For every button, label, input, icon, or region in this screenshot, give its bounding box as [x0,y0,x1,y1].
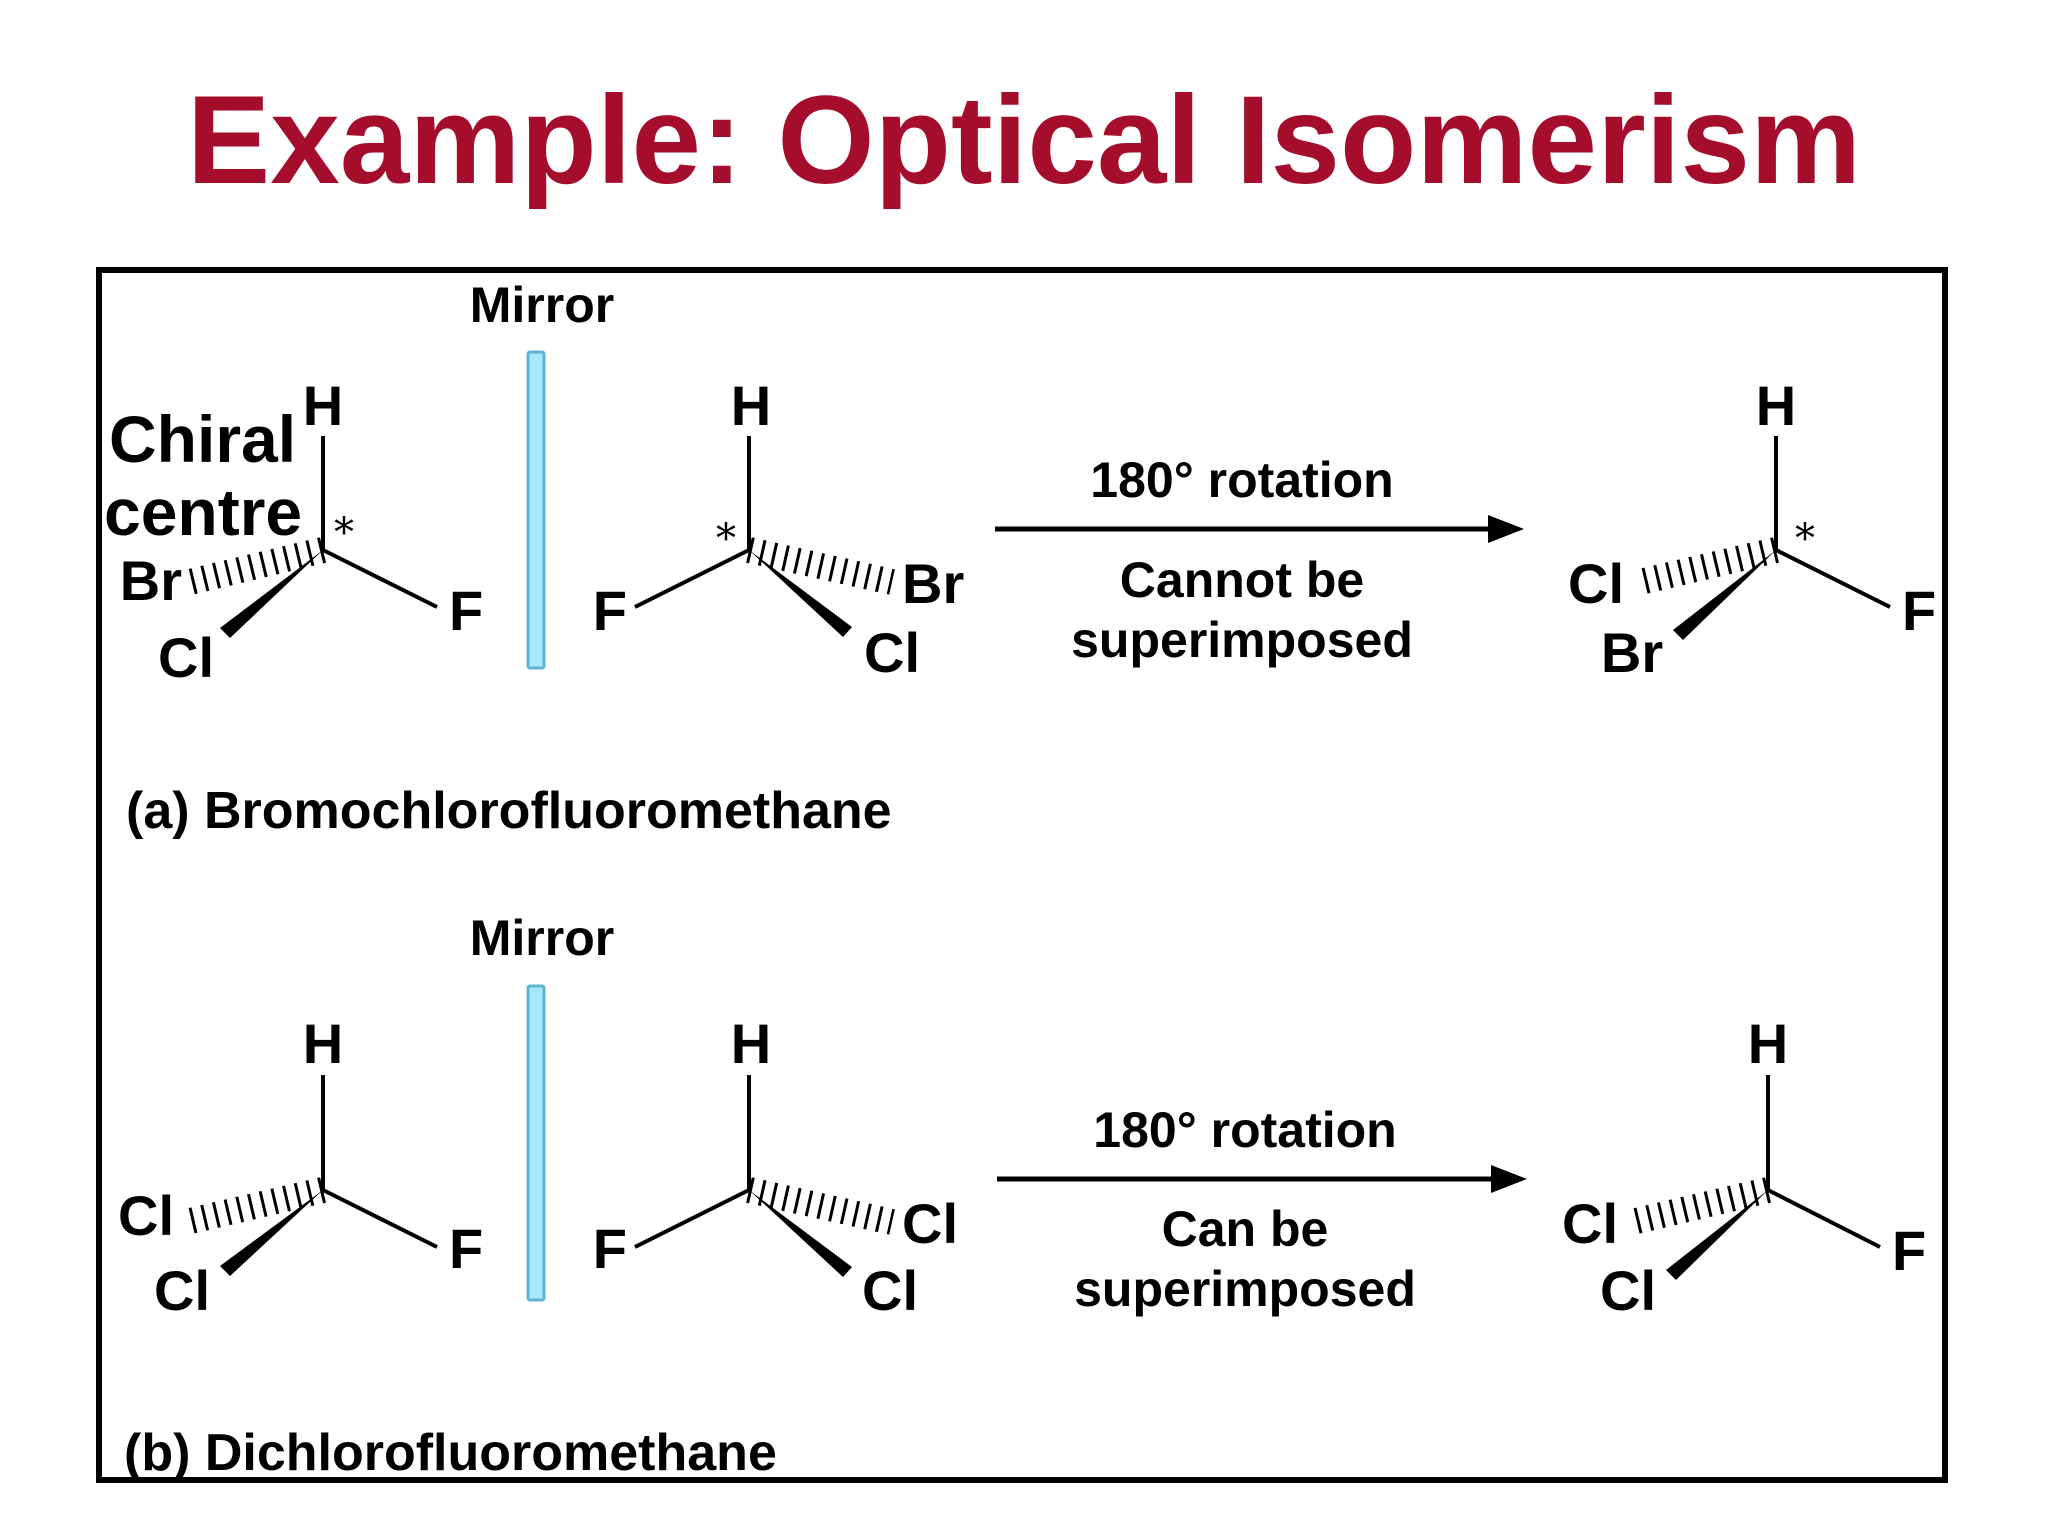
arrow-label-below-2: superimposed [1071,612,1413,668]
mirror-label-b: Mirror [470,910,614,966]
atom-top: H [1756,374,1796,437]
bond-left [634,548,750,609]
atom-top: H [731,374,771,437]
mirror-bar-a [526,350,546,670]
rotation-arrow-b: 180° rotation Can be superimposed [997,1102,1527,1317]
atom-left: F [593,579,627,642]
atom-left: Cl [1568,552,1624,615]
chiral-star: * [334,510,354,556]
atom-bottom: Cl [158,626,214,689]
bond-right [322,1188,438,1249]
chiral-label-line1: Chiral [109,402,296,476]
arrow-label-below-2: superimposed [1074,1261,1416,1317]
molecule-a3: H Cl F Br * [1568,374,1936,684]
bond-left [634,1188,750,1249]
atom-right: F [1902,579,1936,642]
slide-title: Example: Optical Isomerism [186,71,1862,210]
molecule-b3: H Cl F Cl [1562,1012,1926,1322]
hashed-bond [1629,1177,1771,1235]
wedge-bond [220,1190,323,1276]
mirror-bar-b [526,984,546,1302]
wedge-bond [749,1190,852,1277]
chiral-star: * [1795,516,1815,562]
arrow-label-above: 180° rotation [1093,1102,1396,1158]
rotation-arrow-a: 180° rotation Cannot be superimposed [995,452,1524,668]
atom-right: F [1892,1219,1926,1282]
atom-top: H [1748,1012,1788,1075]
panel-b: Mirror H Cl F Cl H F Cl Cl 180° rotation [118,910,1926,1482]
atom-left: F [593,1217,627,1280]
atom-bottom: Br [1601,621,1663,684]
mirror-label-a: Mirror [470,277,614,333]
wedge-bond [1666,1190,1768,1280]
arrow-label-below-1: Cannot be [1120,552,1364,608]
molecule-a2: H F Br Cl * [593,374,964,684]
wedge-bond [220,550,323,638]
atom-left: Cl [118,1184,174,1247]
chiral-centre-label: Chiral centre [104,402,302,549]
hashed-bond [746,1177,895,1235]
arrow-label-above: 180° rotation [1090,452,1393,508]
wedge-bond [749,550,852,637]
atom-bottom: Cl [1600,1259,1656,1322]
atom-bottom: Cl [862,1259,918,1322]
bond-right [1767,1188,1881,1249]
arrowhead [1491,1165,1527,1193]
atom-right: F [449,1217,483,1280]
panel-a: Mirror H Br F Cl * Chiral centre H F [104,277,1936,840]
caption-a: (a) Bromochlorofluoromethane [126,782,892,840]
molecule-b1: H Cl F Cl [118,1012,483,1322]
molecule-b2: H F Cl Cl [593,1012,958,1322]
atom-top: H [731,1012,771,1075]
caption-b: (b) Dichlorofluoromethane [124,1424,777,1482]
atom-right: F [449,579,483,642]
arrow-label-below-1: Can be [1162,1201,1329,1257]
bond-right [322,548,438,609]
atom-top: H [303,1012,343,1075]
arrowhead [1488,515,1524,543]
atom-left: Cl [1562,1192,1618,1255]
atom-right: Br [902,552,964,615]
atom-bottom: Cl [864,621,920,684]
chiral-star: * [716,516,736,562]
bond-right [1775,548,1891,609]
atom-left: Br [120,549,182,612]
atom-top: H [303,374,343,437]
molecule-a1: H Br F Cl * [120,374,483,689]
atom-bottom: Cl [154,1259,210,1322]
chiral-label-line2: centre [104,475,302,549]
wedge-bond [1673,550,1776,640]
figure-box [96,267,1948,1483]
atom-right: Cl [902,1192,958,1255]
hashed-bond [746,537,895,595]
